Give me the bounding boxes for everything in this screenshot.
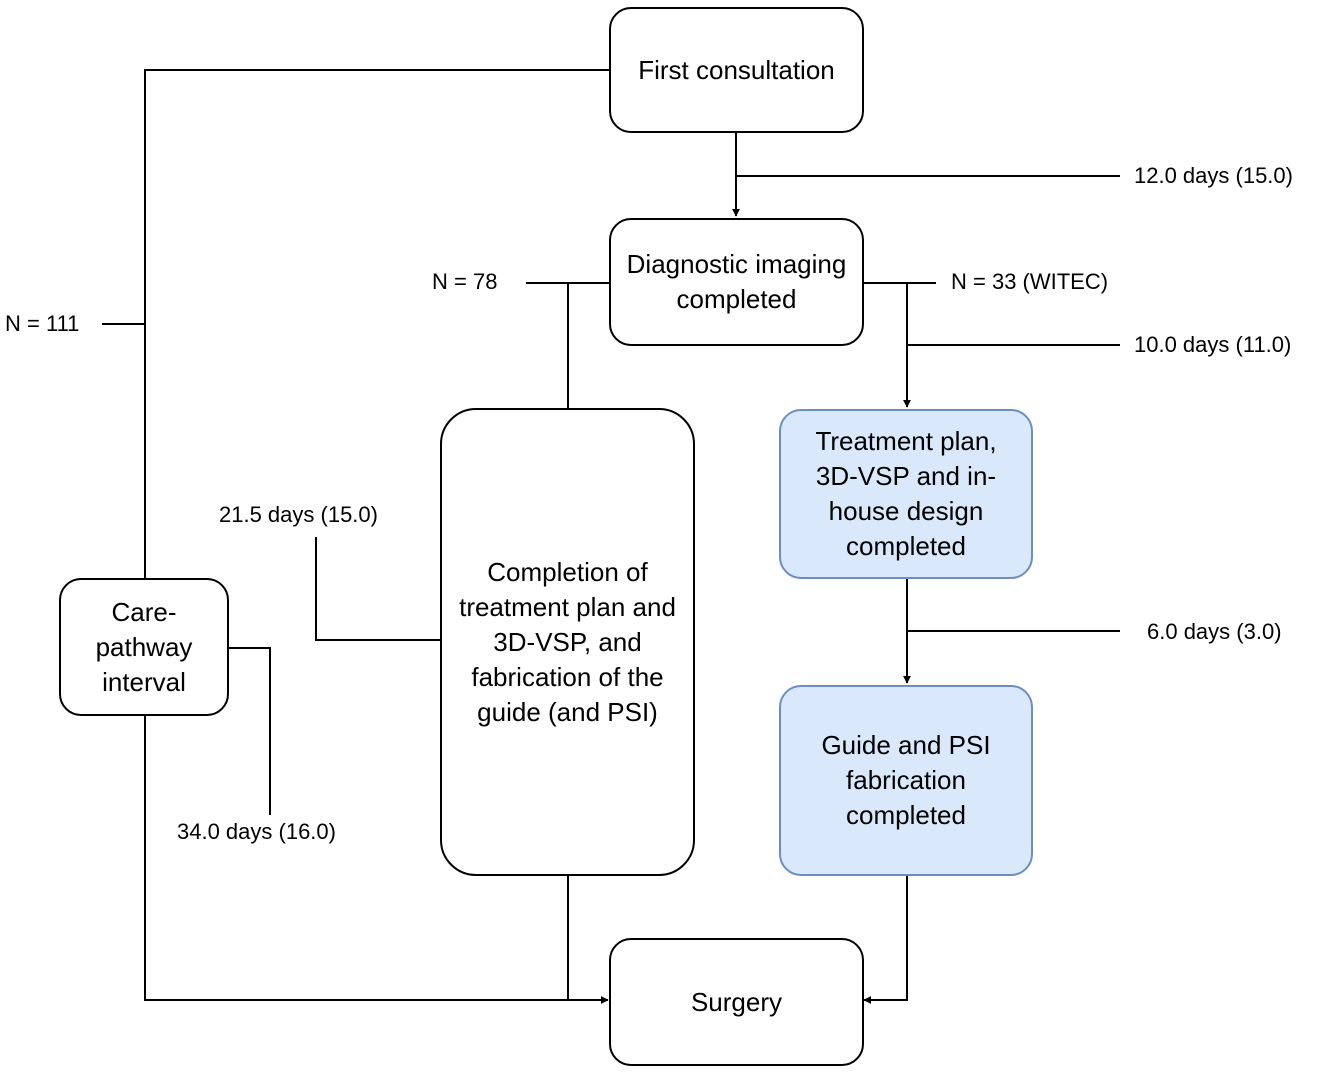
surgery-label: Surgery: [690, 986, 783, 1017]
diagnostic-imaging-node: Diagnostic imaging completed: [609, 218, 864, 346]
edge-first-to-care-pathway: [144, 69, 609, 578]
surgery-node: Surgery: [609, 938, 864, 1066]
care-pathway-node: Care-pathway interval: [59, 578, 229, 716]
edge-guide-to-surgery: [863, 876, 908, 1004]
guide-psi-node: Guide and PSI fabrication completed: [779, 685, 1033, 876]
label-n-78: N = 78: [432, 269, 498, 294]
guide-psi-label: Guide and PSI fabrication completed: [821, 730, 991, 830]
treatment-plan-inhouse-node: Treatment plan, 3D-VSP and in-house desi…: [779, 409, 1033, 579]
label-days-6: 6.0 days (3.0): [1147, 619, 1282, 644]
completion-treatment-label: Completion of treatment plan and 3D-VSP,…: [459, 556, 676, 727]
treatment-plan-inhouse-label: Treatment plan, 3D-VSP and in-house desi…: [815, 426, 997, 561]
completion-treatment-node: Completion of treatment plan and 3D-VSP,…: [440, 408, 695, 876]
first-consultation-node: First consultation: [609, 7, 864, 133]
label-days-10: 10.0 days (11.0): [1134, 332, 1292, 357]
label-days-21-5: 21.5 days (15.0): [219, 502, 378, 527]
label-days-34: 34.0 days (16.0): [177, 819, 336, 844]
label-n-33: N = 33 (WITEC): [951, 269, 1109, 294]
label-n-111: N = 111: [5, 311, 80, 336]
leader-days-34: [228, 647, 271, 815]
diagnostic-imaging-label: Diagnostic imaging completed: [626, 249, 847, 314]
edge-care-pathway-to-surgery: [144, 716, 609, 1004]
label-days-12: 12.0 days (15.0): [1134, 163, 1293, 188]
care-pathway-label: Care-pathway interval: [95, 596, 193, 697]
first-consultation-label: First consultation: [638, 54, 835, 85]
leader-days-21-5: [315, 537, 440, 641]
